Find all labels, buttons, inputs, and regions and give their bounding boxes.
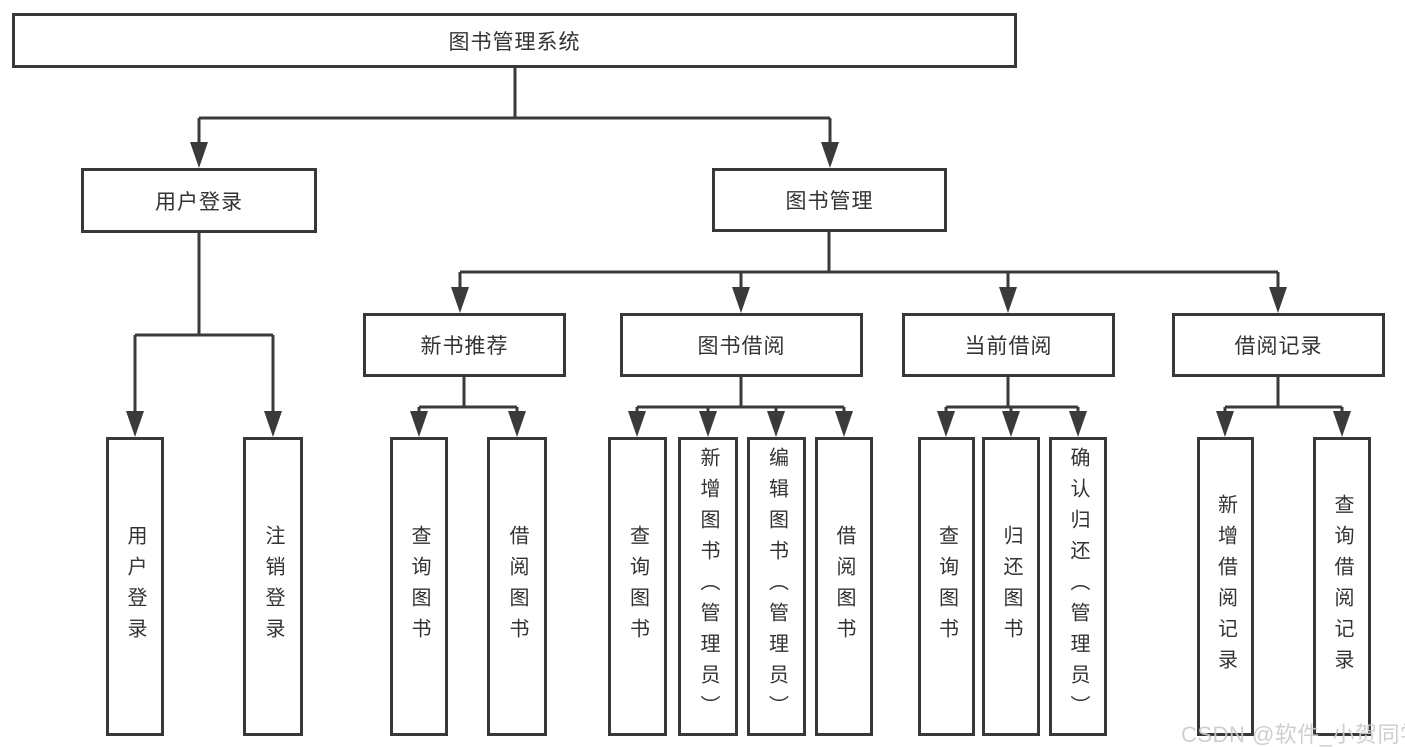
leaf-add-borrow-record: 新增借阅记录: [1197, 437, 1254, 736]
leaf-query-books-current: 查询图书: [918, 437, 975, 736]
node-root-system: 图书管理系统: [12, 13, 1017, 68]
leaf-user-login: 用户登录: [106, 437, 164, 736]
leaf-return-books: 归还图书: [982, 437, 1040, 736]
leaf-query-books-borrow: 查询图书: [608, 437, 667, 736]
leaf-confirm-return-admin: 确认归还（管理员）: [1049, 437, 1107, 736]
node-user-login: 用户登录: [81, 168, 317, 233]
node-new-book-recommend: 新书推荐: [363, 313, 566, 377]
leaf-add-books-admin: 新增图书（管理员）: [678, 437, 738, 736]
leaf-query-books-recommend: 查询图书: [390, 437, 448, 736]
leaf-borrow-books-recommend: 借阅图书: [487, 437, 547, 736]
node-book-management: 图书管理: [712, 168, 947, 232]
leaf-borrow-books: 借阅图书: [815, 437, 873, 736]
leaf-query-borrow-record: 查询借阅记录: [1313, 437, 1371, 736]
node-current-borrow: 当前借阅: [902, 313, 1115, 377]
node-book-borrow: 图书借阅: [620, 313, 863, 377]
node-borrow-records: 借阅记录: [1172, 313, 1385, 377]
csdn-watermark: CSDN @软件_小贺同学: [1181, 722, 1405, 747]
leaf-edit-books-admin: 编辑图书（管理员）: [747, 437, 806, 736]
leaf-logout: 注销登录: [243, 437, 303, 736]
